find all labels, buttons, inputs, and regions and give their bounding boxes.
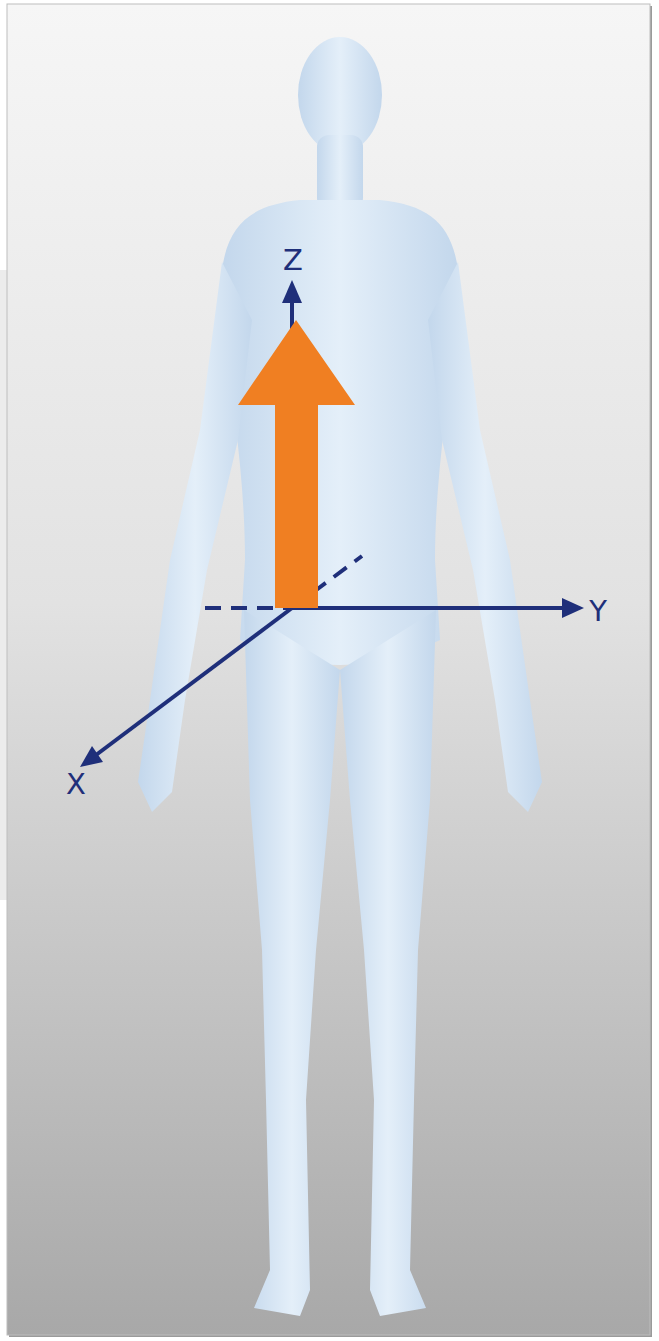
label-holder: Y <box>589 597 607 626</box>
left-leg <box>244 610 340 1316</box>
right-arm <box>428 262 542 812</box>
axes <box>92 300 566 758</box>
y-arrowhead <box>562 598 584 618</box>
orange-arrow <box>238 320 355 608</box>
x-arrowhead <box>80 746 103 767</box>
axis-arrowheads <box>80 280 584 767</box>
panel <box>7 4 650 1335</box>
left-arm <box>138 262 252 812</box>
y-axis <box>292 606 566 610</box>
right-leg <box>340 610 436 1316</box>
axis-label-z: Z <box>283 246 303 275</box>
x-axis <box>92 608 292 758</box>
label-holder: X <box>66 770 86 799</box>
axis-label-y: Y <box>589 597 607 626</box>
axis-label-x: X <box>66 770 86 799</box>
z-arrowhead <box>282 280 302 303</box>
neck <box>317 135 363 210</box>
label-holder: Z <box>283 246 303 275</box>
torso <box>222 200 458 665</box>
